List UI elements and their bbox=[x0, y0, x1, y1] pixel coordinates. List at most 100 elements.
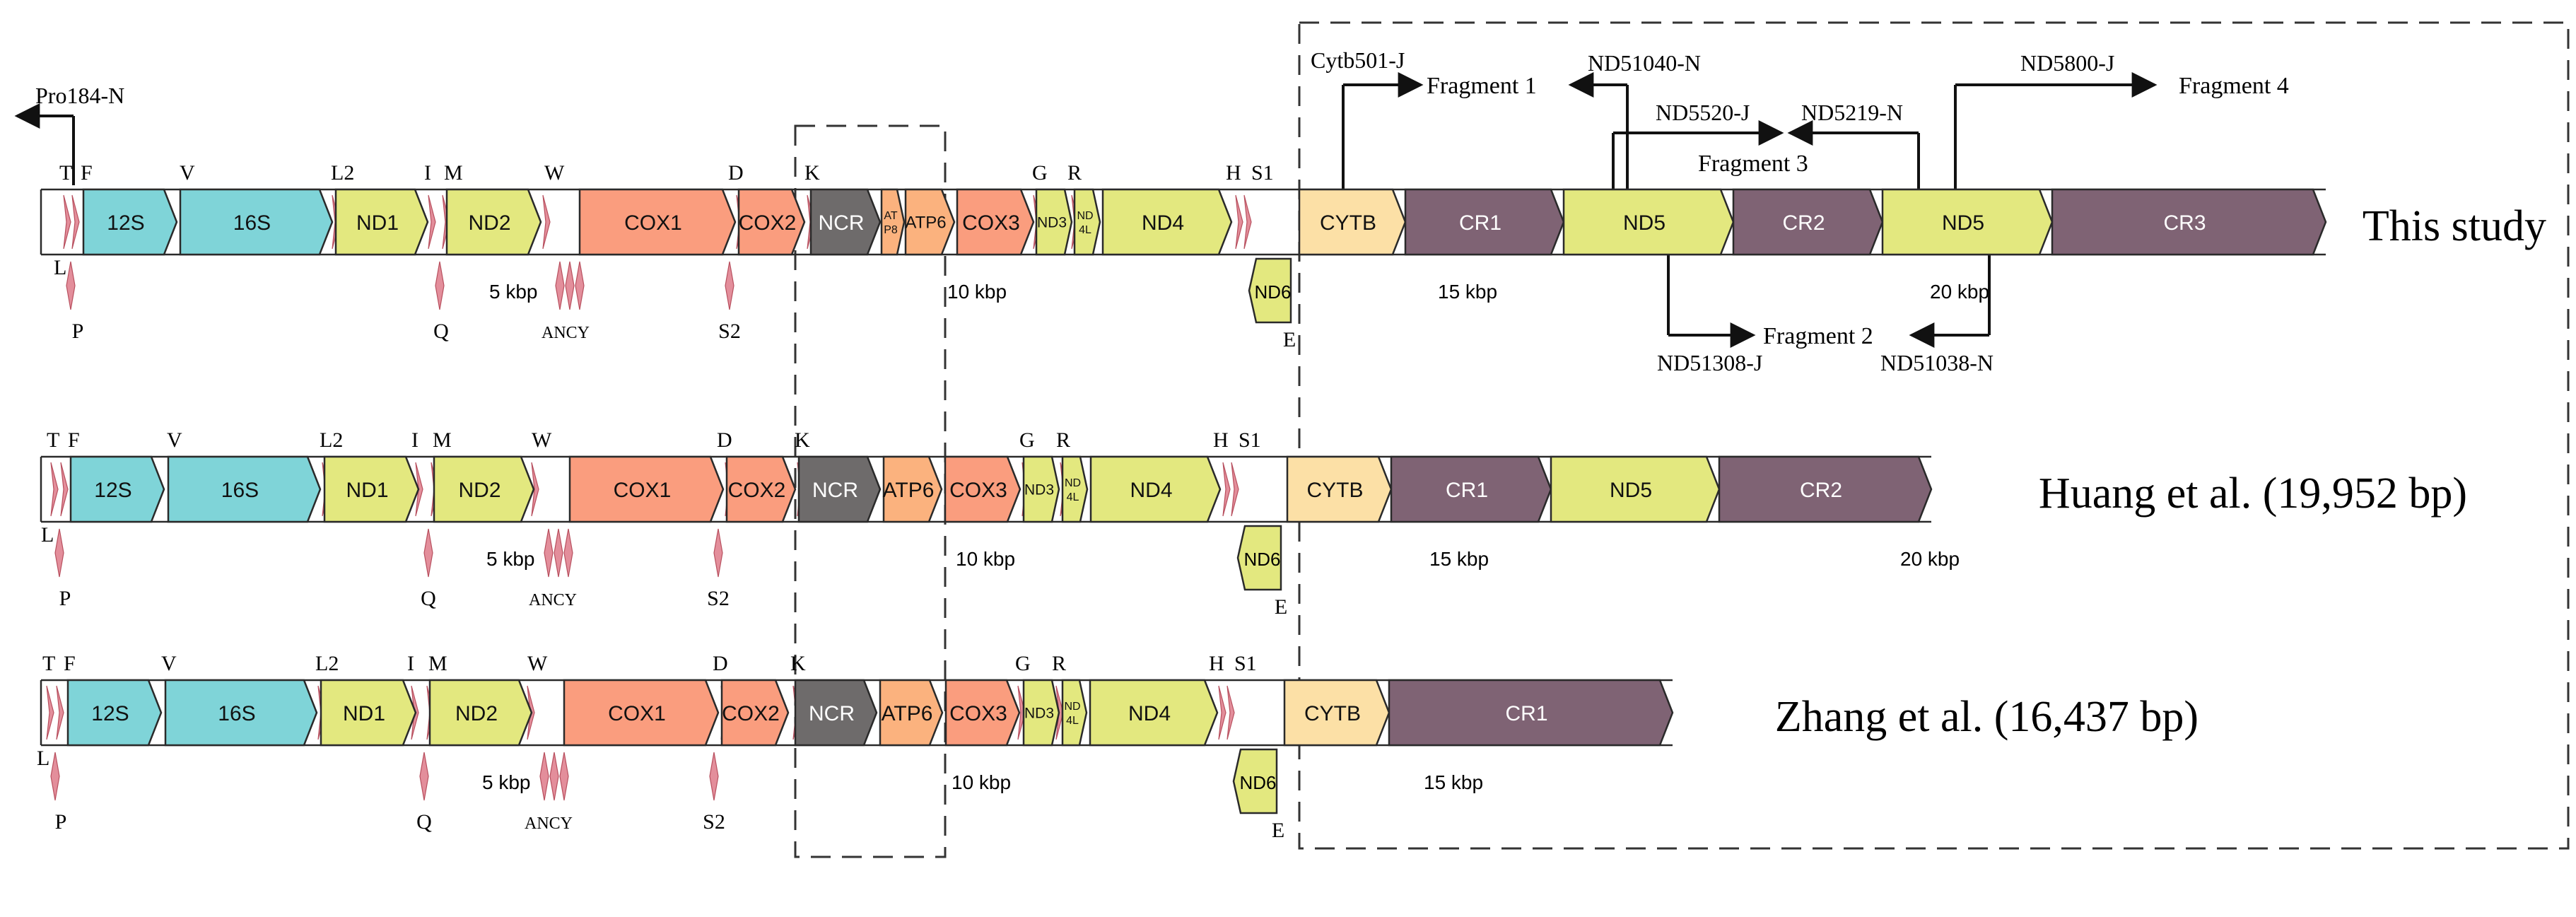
primer-nd5800-j: ND5800-J bbox=[1954, 50, 2158, 189]
trna-label-l2: L2 bbox=[320, 428, 343, 452]
trna-label-e: E bbox=[1275, 595, 1287, 619]
gene-nd6-label: ND6 bbox=[1239, 772, 1276, 793]
trna-label-q: Q bbox=[433, 320, 449, 343]
gene-cox2-label: COX2 bbox=[739, 211, 797, 235]
gene-nd1: ND1 bbox=[323, 455, 420, 523]
gene-nd4l-label-part2: 4L bbox=[1079, 224, 1091, 236]
gene-cr1-label: CR1 bbox=[1459, 211, 1501, 235]
trna-label-s2: S2 bbox=[703, 810, 725, 834]
trna-label-h: H bbox=[1226, 161, 1241, 185]
trna-minus-mark bbox=[725, 261, 734, 310]
gene-cox1-shape bbox=[578, 188, 737, 256]
trna-label-l: L bbox=[37, 747, 49, 770]
gene-nd6-label: ND6 bbox=[1243, 549, 1280, 570]
gene-nd4: ND4 bbox=[1089, 455, 1222, 523]
gene-cox3-label: COX3 bbox=[962, 211, 1020, 235]
trna-label-q: Q bbox=[421, 587, 436, 610]
gene-nd3-shape bbox=[1035, 188, 1073, 256]
gene-cox2: COX2 bbox=[737, 188, 806, 256]
trna-minus-mark bbox=[423, 528, 433, 578]
trna-mark bbox=[1017, 685, 1026, 740]
trna-label-ancy: ANCY bbox=[525, 814, 573, 833]
gene-nd5a-shape bbox=[1562, 188, 1735, 256]
scale-label-5-kbp: 5 kbp bbox=[486, 548, 535, 570]
gene-cox3: COX3 bbox=[944, 455, 1021, 523]
trna-minus-mark bbox=[549, 752, 559, 801]
trna-minus-mark bbox=[50, 752, 60, 801]
trna-label-s1: S1 bbox=[1239, 428, 1261, 452]
gene-nd5b: ND5 bbox=[1881, 188, 2054, 256]
trna-label-ancy: ANCY bbox=[529, 591, 577, 609]
trna-label-v: V bbox=[167, 428, 182, 452]
gene-cox2: COX2 bbox=[720, 679, 790, 747]
gene-nd5a: ND5 bbox=[1562, 188, 1735, 256]
gene-nd6: ND6 bbox=[1236, 525, 1282, 591]
track-label: Huang et al. (19,952 bp) bbox=[2039, 469, 2467, 518]
scale-label-10-kbp: 10 kbp bbox=[956, 548, 1015, 570]
gene-cytb-shape bbox=[1298, 188, 1407, 256]
trna-mark bbox=[531, 462, 539, 517]
gene-ncr-shape bbox=[794, 679, 878, 747]
gene-cr3: CR3 bbox=[2051, 188, 2327, 256]
gene-12s: 12S bbox=[66, 679, 163, 747]
gene-16s-shape bbox=[164, 679, 318, 747]
primer-nd51040-n: ND51040-N bbox=[1568, 50, 1701, 189]
gene-cr1-label: CR1 bbox=[1446, 479, 1488, 502]
gene-cox1: COX1 bbox=[568, 455, 725, 523]
gene-nd3-label: ND3 bbox=[1037, 215, 1067, 231]
gene-atp6-shape bbox=[879, 679, 944, 747]
trna-label-q: Q bbox=[416, 810, 432, 834]
gene-12s-label: 12S bbox=[91, 702, 129, 725]
trna-label-l2: L2 bbox=[331, 161, 354, 185]
trna-label-t: T bbox=[47, 428, 59, 452]
trna-minus-mark bbox=[544, 528, 554, 578]
gene-cr2-shape bbox=[1718, 455, 1933, 523]
gene-cytb-shape bbox=[1286, 455, 1393, 523]
primer-pro184-label: Pro184-N bbox=[35, 83, 124, 108]
gene-nd2: ND2 bbox=[433, 455, 535, 523]
scale-label-15-kbp: 15 kbp bbox=[1438, 281, 1497, 303]
trna-label-g: G bbox=[1015, 652, 1031, 675]
gene-nd5b-label: ND5 bbox=[1942, 211, 1984, 235]
gene-cox1-label: COX1 bbox=[624, 211, 682, 235]
gene-cox2-label: COX2 bbox=[722, 702, 780, 725]
gene-nd2-label: ND2 bbox=[455, 702, 498, 725]
gene-nd4-shape bbox=[1089, 679, 1219, 747]
trna-label-e: E bbox=[1272, 819, 1284, 842]
gene-nd1-label: ND1 bbox=[356, 211, 399, 235]
primer-nd51040-label: ND51040-N bbox=[1588, 50, 1701, 76]
gene-nd5: ND5 bbox=[1550, 455, 1721, 523]
gene-ncr: NCR bbox=[809, 188, 882, 256]
gene-cox3: COX3 bbox=[956, 188, 1035, 256]
gene-cytb: CYTB bbox=[1283, 679, 1391, 747]
gene-nd1-shape bbox=[320, 679, 417, 747]
gene-nd4l-label: ND bbox=[1064, 701, 1080, 713]
gene-cr2-label: CR2 bbox=[1800, 479, 1842, 502]
gene-cytb-shape bbox=[1283, 679, 1391, 747]
primer-nd51038-n: ND51038-N bbox=[1880, 255, 1994, 375]
trna-label-g: G bbox=[1032, 161, 1048, 185]
gene-nd6: ND6 bbox=[1232, 748, 1278, 814]
gene-nd3: ND3 bbox=[1035, 188, 1073, 256]
gene-nd4-label: ND4 bbox=[1130, 479, 1172, 502]
gene-atp8-label: AT bbox=[884, 210, 897, 222]
trna-mark bbox=[1231, 462, 1239, 517]
primer-nd51308-label: ND51308-J bbox=[1657, 350, 1762, 375]
gene-16s-label: 16S bbox=[218, 702, 255, 725]
trna-mark bbox=[1235, 194, 1243, 250]
gene-nd3: ND3 bbox=[1022, 679, 1060, 747]
gene-nd2-shape bbox=[428, 679, 533, 747]
trna-label-m: M bbox=[444, 161, 463, 185]
trna-label-i: I bbox=[424, 161, 431, 185]
gene-nd6-shape bbox=[1248, 257, 1292, 324]
gene-ncr-label: NCR bbox=[809, 702, 855, 725]
gene-ncr-shape bbox=[797, 455, 882, 523]
trna-label-f: F bbox=[68, 428, 80, 452]
gene-ncr-shape bbox=[809, 188, 882, 256]
gene-cox1: COX1 bbox=[563, 679, 720, 747]
primer-nd5520-j: ND5520-J bbox=[1612, 100, 1784, 189]
